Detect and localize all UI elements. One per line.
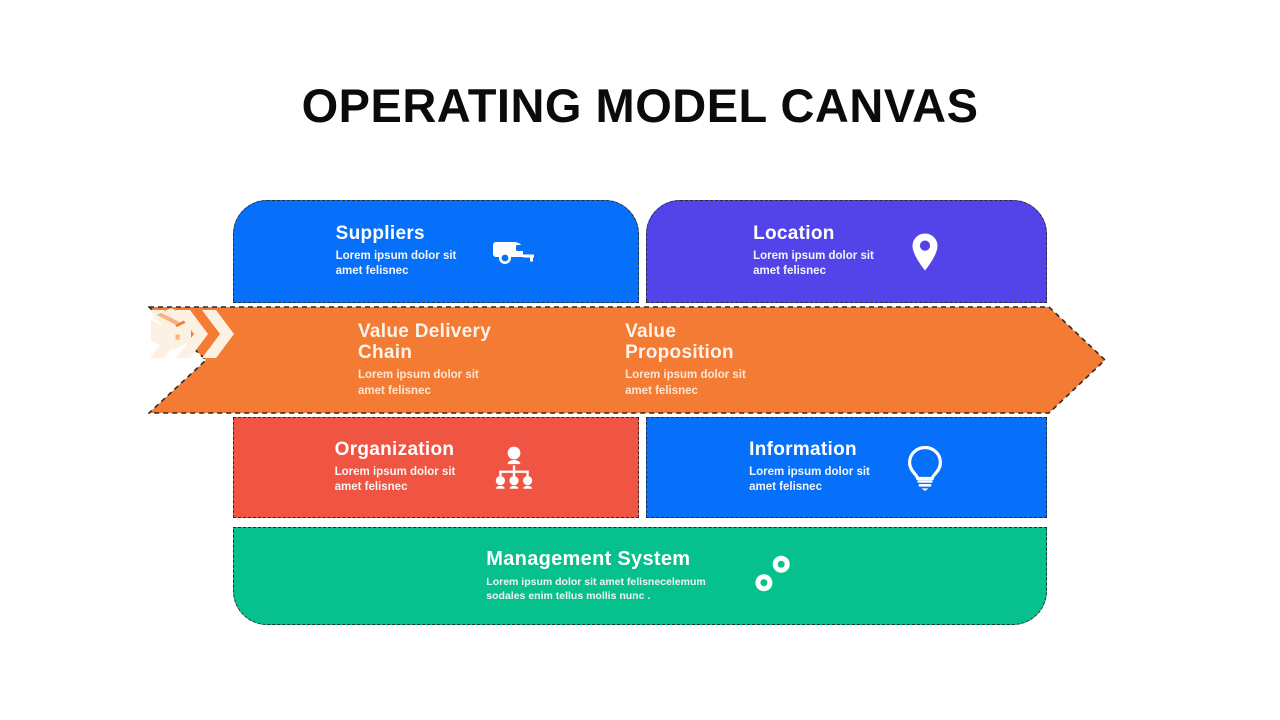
- suppliers-title: Suppliers: [335, 223, 425, 245]
- page-title: OPERATING MODEL CANVAS: [301, 79, 979, 132]
- block-suppliers[interactable]: Suppliers Lorem ipsum dolor sit amet fel…: [233, 200, 639, 303]
- information-subtitle: Lorem ipsum dolor sit amet felisnec: [749, 465, 870, 494]
- block-information[interactable]: Information Lorem ipsum dolor sit amet f…: [646, 417, 1047, 518]
- value-proposition-title: Value Proposition: [625, 320, 734, 364]
- location-subtitle: Lorem ipsum dolor sit amet felisnec: [753, 249, 874, 278]
- management-system-title: Management System: [486, 548, 691, 571]
- suppliers-subtitle: Lorem ipsum dolor sit amet felisnec: [335, 249, 457, 278]
- org-chart-icon: [491, 446, 537, 490]
- organization-title: Organization: [334, 439, 455, 461]
- location-title: Location: [753, 223, 835, 245]
- block-value-delivery-chain[interactable]: Value Delivery Chain Lorem ipsum dolor s…: [358, 321, 491, 399]
- gears-icon: [748, 553, 794, 599]
- value-delivery-chain-title: Value Delivery Chain: [358, 320, 492, 364]
- caravan-trailer-icon: [492, 236, 536, 268]
- management-system-subtitle: Lorem ipsum dolor sit amet felisnecelemu…: [486, 576, 706, 603]
- value-delivery-chain-subtitle: Lorem ipsum dolor sit amet felisnec: [358, 369, 479, 397]
- lightbulb-icon: [906, 445, 944, 491]
- block-value-band[interactable]: Value Delivery Chain Lorem ipsum dolor s…: [148, 306, 1106, 414]
- block-location[interactable]: Location Lorem ipsum dolor sit amet feli…: [646, 200, 1047, 303]
- block-management-system[interactable]: Management System Lorem ipsum dolor sit …: [233, 527, 1047, 625]
- block-value-proposition[interactable]: Value Proposition Lorem ipsum dolor sit …: [151, 308, 782, 399]
- organization-subtitle: Lorem ipsum dolor sit amet felisnec: [334, 465, 456, 494]
- block-organization[interactable]: Organization Lorem ipsum dolor sit amet …: [233, 417, 639, 518]
- value-proposition-subtitle: Lorem ipsum dolor sit amet felisnec: [625, 369, 746, 397]
- information-title: Information: [749, 439, 857, 461]
- map-pin-icon: [910, 232, 940, 272]
